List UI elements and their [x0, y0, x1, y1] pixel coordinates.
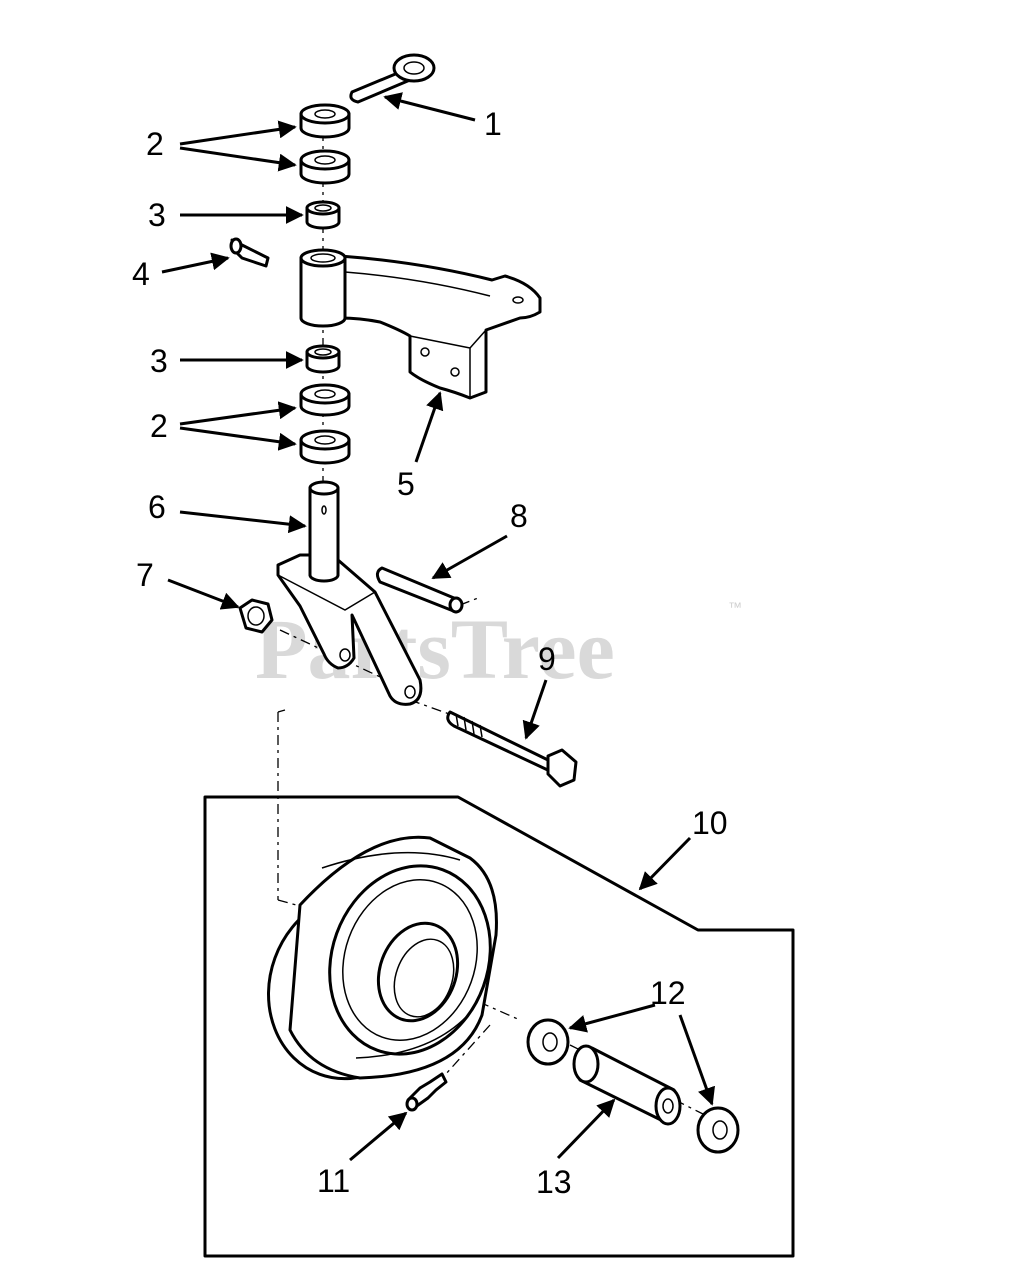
- callout-13: 13: [536, 1164, 572, 1200]
- callout-6: 6: [148, 489, 166, 525]
- callout-4: 4: [132, 256, 150, 292]
- callout-5: 5: [397, 466, 415, 502]
- callout-11: 11: [317, 1163, 350, 1199]
- hitch-pin-part: [349, 53, 436, 104]
- spacer-lower-1: [299, 383, 351, 417]
- callout-7: 7: [136, 557, 154, 593]
- watermark-trademark: ™: [728, 599, 742, 615]
- spacer-lower-2: [299, 429, 351, 465]
- lock-nut: [238, 598, 274, 634]
- grease-fitting-upper: [229, 237, 270, 268]
- bushing-upper: [305, 200, 341, 230]
- leader-lines: [161, 92, 715, 1162]
- wheel-assembly-frame: [203, 795, 795, 1258]
- wheel-spacer-1: [526, 1018, 570, 1066]
- grease-fitting-wheel: [405, 1072, 448, 1112]
- callout-3-lower: 3: [150, 343, 168, 379]
- wheel-spacer-2: [696, 1106, 740, 1154]
- spacer-upper-2: [299, 149, 351, 185]
- callout-1: 1: [484, 106, 502, 142]
- bushing-lower: [305, 344, 341, 374]
- callout-3-upper: 3: [148, 197, 166, 233]
- callout-9: 9: [538, 641, 556, 677]
- callout-12: 12: [650, 975, 686, 1011]
- spacer-upper-1: [299, 103, 351, 139]
- spacer-tube: [375, 566, 464, 614]
- caster-arm-bracket: [299, 248, 542, 400]
- callout-2-lower: 2: [150, 408, 168, 444]
- callout-labels: 1 2 3 4 3 2 5 6 7 8 9 10 11 12 13: [132, 106, 728, 1200]
- wheel-bushing: [572, 1044, 682, 1126]
- hex-bolt: [446, 710, 578, 788]
- caster-wheel: [267, 835, 498, 1081]
- callout-2-upper: 2: [146, 126, 164, 162]
- callout-8: 8: [510, 498, 528, 534]
- caster-fork: [276, 480, 423, 706]
- callout-10: 10: [692, 805, 728, 841]
